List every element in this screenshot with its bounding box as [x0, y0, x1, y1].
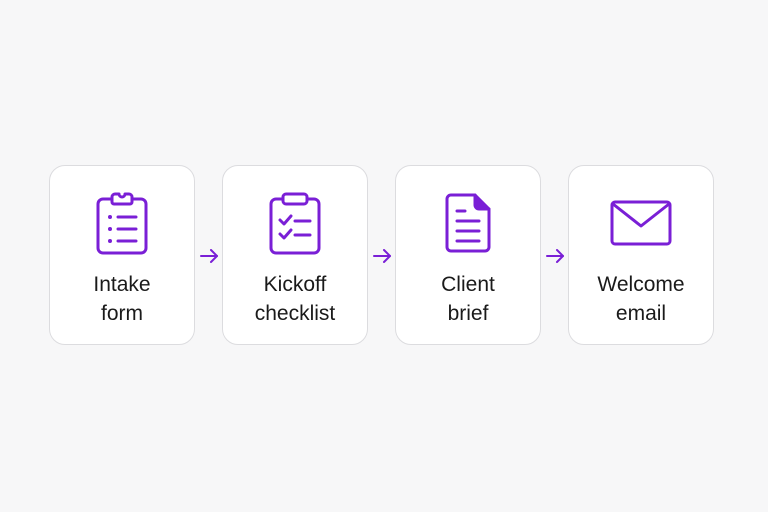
process-flow: Intake form Kickoff checklist [49, 165, 714, 345]
clipboard-check-icon [262, 190, 328, 256]
step-label: Welcome email [569, 270, 713, 328]
step-label-line1: Welcome [597, 273, 685, 296]
step-label-line2: brief [447, 302, 489, 325]
arrow-right-icon [368, 165, 395, 345]
step-label: Intake form [50, 270, 194, 328]
step-label-line2: checklist [254, 302, 336, 325]
envelope-icon [608, 190, 674, 256]
clipboard-list-icon [89, 190, 155, 256]
step-label-line2: form [101, 302, 143, 325]
arrow-right-icon [541, 165, 568, 345]
step-card-kickoff-checklist: Kickoff checklist [222, 165, 368, 345]
step-card-welcome-email: Welcome email [568, 165, 714, 345]
step-label: Client brief [396, 270, 540, 328]
step-card-client-brief: Client brief [395, 165, 541, 345]
step-label-line1: Intake [93, 273, 151, 296]
document-icon [435, 190, 501, 256]
step-label: Kickoff checklist [223, 270, 367, 328]
step-label-line2: email [615, 302, 667, 325]
arrow-right-icon [195, 165, 222, 345]
step-card-intake-form: Intake form [49, 165, 195, 345]
step-label-line1: Client [441, 273, 495, 296]
step-label-line1: Kickoff [263, 273, 327, 296]
